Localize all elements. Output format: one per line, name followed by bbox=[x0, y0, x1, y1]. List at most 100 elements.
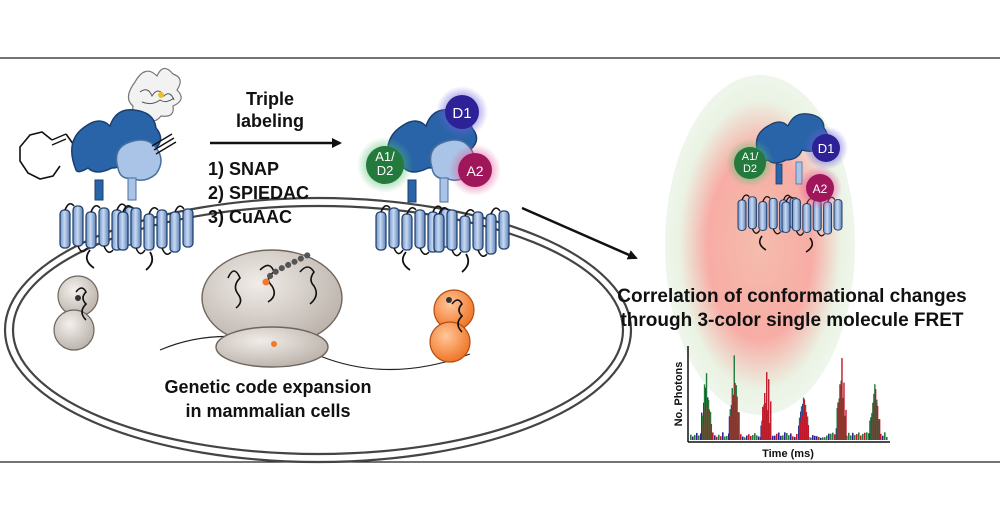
trace-background-bar bbox=[742, 436, 744, 440]
trace-background-bar bbox=[868, 433, 870, 440]
trace-background-bar bbox=[814, 435, 816, 440]
focus-dye-a1d2-top: A1/ bbox=[742, 151, 759, 163]
trace-burst-green-6 bbox=[870, 417, 872, 440]
trace-burst-green-5 bbox=[842, 397, 844, 440]
trace-burst-blue-3 bbox=[760, 425, 762, 440]
trace-background-bar bbox=[698, 435, 700, 440]
trace-burst-green-4 bbox=[806, 416, 809, 440]
trace-burst-red-5 bbox=[845, 409, 847, 440]
trace-background-bar bbox=[886, 436, 888, 440]
trace-background-bar bbox=[696, 432, 698, 440]
trace-burst-green-2 bbox=[737, 412, 739, 440]
trace-background-bar bbox=[866, 432, 868, 440]
protein-blob-grey bbox=[53, 275, 99, 351]
dye-a1d2-label-top: A1/ bbox=[375, 149, 395, 164]
trace-burst-green-1 bbox=[709, 411, 712, 440]
trace-background-bar bbox=[744, 437, 746, 440]
trace-background-bar bbox=[812, 435, 814, 440]
step-3-label: 3) CuAAC bbox=[208, 207, 292, 227]
trace-burst-red-1 bbox=[704, 410, 707, 440]
trace-background-bar bbox=[792, 436, 794, 440]
trace-burst-red-3 bbox=[762, 406, 764, 440]
trace-background-bar bbox=[864, 432, 866, 440]
trace-background-bar bbox=[756, 435, 758, 440]
trace-burst-green-3 bbox=[761, 420, 763, 440]
trace-burst-red-5 bbox=[839, 384, 841, 440]
trace-background-bar bbox=[752, 435, 754, 440]
trace-burst-green-4 bbox=[798, 417, 801, 440]
trace-burst-red-4 bbox=[805, 411, 808, 440]
trace-background-bar bbox=[714, 435, 716, 440]
trace-background-bar bbox=[692, 436, 694, 440]
trace-background-bar bbox=[724, 436, 726, 440]
trace-background-bar bbox=[754, 433, 756, 440]
result-caption-line2: through 3-color single molecule FRET bbox=[620, 310, 963, 331]
trace-background-bar bbox=[822, 437, 824, 440]
trace-background-bar bbox=[772, 435, 774, 440]
trace-burst-green-2 bbox=[735, 385, 737, 440]
trace-background-bar bbox=[788, 435, 790, 440]
trace-background-bar bbox=[776, 433, 778, 440]
trace-burst-blue-2 bbox=[728, 416, 731, 440]
trace-background-bar bbox=[882, 435, 884, 440]
trace-burst-red-6 bbox=[876, 405, 879, 440]
trace-burst-blue-1 bbox=[703, 402, 705, 440]
trace-background-bar bbox=[860, 435, 862, 440]
trace-background-bar bbox=[784, 432, 786, 440]
trace-burst-red-1 bbox=[706, 404, 709, 440]
trace-burst-red-4 bbox=[803, 399, 806, 440]
focus-dye-d1 bbox=[812, 134, 840, 162]
trace-background-bar bbox=[884, 432, 886, 440]
trace-background-bar bbox=[828, 433, 830, 440]
trace-burst-red-2 bbox=[732, 395, 734, 440]
trace-background-bar bbox=[694, 434, 696, 440]
trace-burst-red-4 bbox=[801, 415, 804, 440]
trace-background-bar bbox=[816, 436, 818, 440]
receptor-dimer-labeled: D1 A1/ D2 A2 bbox=[357, 86, 510, 273]
focus-dye-a1d2-bottom: D2 bbox=[743, 163, 757, 175]
nascent-chain-icon bbox=[267, 251, 313, 279]
trace-burst-green-3 bbox=[769, 422, 771, 440]
trace-burst-red-6 bbox=[870, 420, 873, 440]
trace-burst-green-4 bbox=[804, 404, 807, 440]
trace-background-bar bbox=[690, 434, 692, 440]
trace-burst-blue-5 bbox=[835, 428, 838, 440]
trace-background-bar bbox=[712, 432, 714, 440]
plot-ylabel: No. Photons bbox=[673, 362, 685, 427]
trace-background-bar bbox=[748, 434, 750, 440]
dye-d1-label: D1 bbox=[452, 105, 471, 122]
trace-burst-red-2 bbox=[736, 396, 738, 440]
cell-membrane bbox=[3, 196, 633, 464]
trace-background-bar bbox=[700, 433, 702, 440]
trace-background-bar bbox=[758, 436, 760, 440]
trace-burst-green-1 bbox=[703, 384, 706, 440]
dye-a1d2-label-bottom: D2 bbox=[377, 163, 394, 178]
trace-background-bar bbox=[722, 432, 724, 440]
focus-dye-a2 bbox=[806, 174, 834, 202]
trace-background-bar bbox=[856, 434, 858, 440]
trace-burst-green-6 bbox=[878, 419, 880, 440]
step-2-label: 2) SPIEDAC bbox=[208, 183, 309, 203]
trace-burst-red-6 bbox=[872, 402, 875, 440]
trace-burst-green-1 bbox=[707, 399, 710, 440]
trace-burst-red-3 bbox=[768, 379, 770, 440]
trace-background-bar bbox=[826, 435, 828, 440]
dye-a2-label: A2 bbox=[466, 163, 483, 179]
step-title-line1: Triple bbox=[246, 89, 294, 109]
trace-burst-red-5 bbox=[843, 382, 845, 440]
trace-background-bar bbox=[726, 435, 728, 440]
trace-burst-red-6 bbox=[874, 389, 877, 440]
trace-background-bar bbox=[794, 436, 796, 440]
trace-background-bar bbox=[830, 433, 832, 440]
trace-burst-green-2 bbox=[729, 409, 731, 440]
step-title-line2: labeling bbox=[236, 111, 304, 131]
trace-background-bar bbox=[746, 435, 748, 440]
trace-burst-green-1 bbox=[701, 415, 704, 440]
photon-trace-plot: No. Photons Time (ms) bbox=[673, 346, 890, 460]
dye-d1 bbox=[445, 95, 479, 129]
trace-burst-red-5 bbox=[841, 358, 843, 440]
trace-burst-green-6 bbox=[872, 402, 874, 440]
trace-background-bar bbox=[846, 435, 848, 440]
trace-burst-green-5 bbox=[840, 380, 842, 440]
